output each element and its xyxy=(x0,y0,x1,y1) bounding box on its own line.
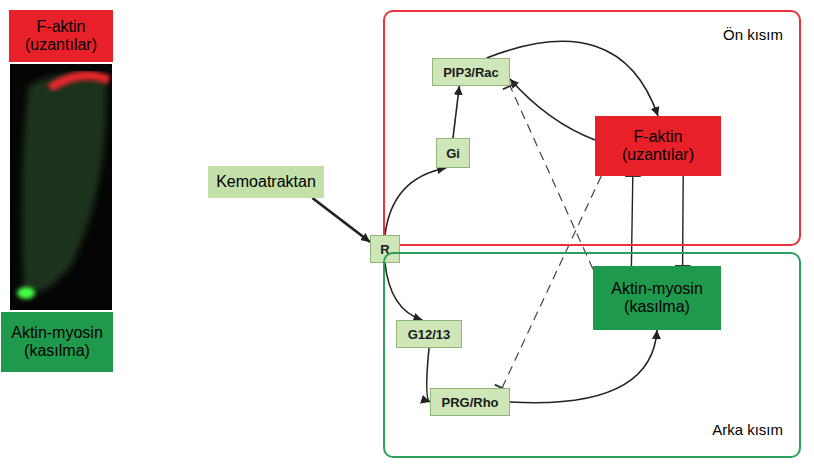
actin-label-box: F-aktin (uzantılar) xyxy=(9,10,113,62)
inhibition-connector xyxy=(510,86,593,269)
front-region: Ön kısımPIP3/RacGi F-aktin (uzantılar) xyxy=(383,10,801,246)
node-label: Kemoatraktan xyxy=(216,173,316,191)
cell-body xyxy=(22,74,107,293)
arrow-connector xyxy=(510,79,595,140)
node-label: PIP3/Rac xyxy=(443,65,499,80)
node-label: F-aktin (uzantılar) xyxy=(13,18,109,54)
node-label: PRG/Rho xyxy=(441,395,498,410)
region-heading: Arka kısım xyxy=(712,421,783,438)
node-label: G12/13 xyxy=(408,327,451,342)
node-label: F-aktin (uzantılar) xyxy=(599,128,717,164)
microscopy-image xyxy=(10,64,112,310)
myosin-box: Aktin-myosin (kasılma) xyxy=(593,266,721,330)
inhibition-connector xyxy=(502,176,601,388)
actin-signal xyxy=(50,76,109,89)
stimulus-box: Kemoatraktan xyxy=(208,166,324,198)
node-label: Aktin-myosin (kasılma) xyxy=(597,280,717,316)
arrow-connector xyxy=(453,86,459,138)
node-label: Aktin-myosin (kasılma) xyxy=(5,324,109,360)
myosin-label-box: Aktin-myosin (kasılma) xyxy=(1,312,113,372)
signal-box: PIP3/Rac xyxy=(432,58,510,86)
arrow-connector xyxy=(385,263,422,320)
image-background xyxy=(10,64,112,310)
arrow-connector xyxy=(510,330,657,403)
signal-box: Gi xyxy=(436,138,470,168)
actin-box: F-aktin (uzantılar) xyxy=(595,116,721,176)
signal-box: G12/13 xyxy=(396,320,462,348)
arrow-connector xyxy=(312,198,370,242)
arrow-connector xyxy=(487,41,658,116)
receptor-box: R xyxy=(370,235,400,263)
myosin-signal xyxy=(17,287,35,299)
node-label: Gi xyxy=(446,146,460,161)
arrow-connector xyxy=(385,168,446,235)
rear-region: Arka kısım G12/13PRG/Rho Aktin-myosin (kas… xyxy=(383,252,801,458)
region-heading: Ön kısım xyxy=(723,26,783,43)
signal-box: PRG/Rho xyxy=(430,388,510,416)
